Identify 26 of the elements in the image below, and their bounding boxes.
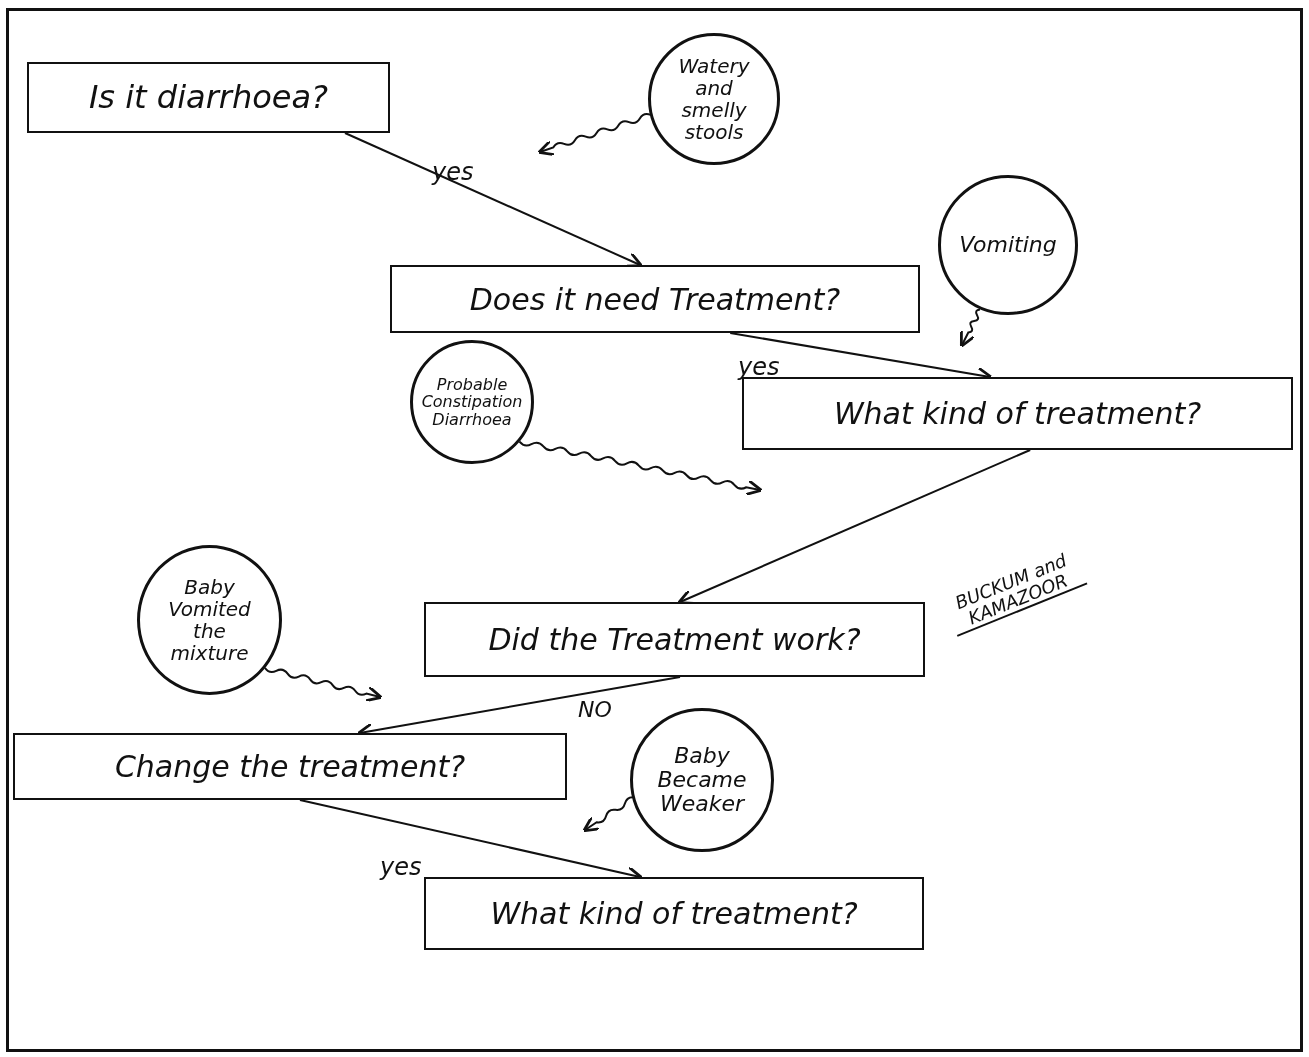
wavy-arrow [537,112,652,156]
wavy-arrow [518,440,763,496]
question-box [424,602,925,677]
arrow [344,132,643,268]
edge-label: yes [738,355,780,381]
question-box [13,733,567,800]
node-text: Baby Vomited the mixture [167,576,252,664]
edge-label: yes [380,855,422,881]
node-text: What kind of treatment? [490,897,858,930]
node-text: Does it need Treatment? [469,282,841,316]
edge-label: yes [432,160,474,186]
question-box [424,877,924,950]
question-box [390,265,920,333]
node-text: Vomiting [959,232,1057,258]
node-text: Baby Became Weaker [656,743,748,817]
node-text: Probable Constipation Diarrhoea [421,375,523,429]
node-text: Change the treatment? [114,750,466,783]
node-text: Is it diarrhoea? [88,79,329,116]
node-text: Did the Treatment work? [488,623,861,656]
arrow [677,449,1032,605]
node-text: Watery and smelly stools [677,55,751,143]
wavy-arrow [264,667,383,703]
edge-label: NO [578,698,612,722]
question-box [27,62,390,133]
wavy-arrow [959,308,981,348]
node-text: What kind of treatment? [833,397,1202,430]
